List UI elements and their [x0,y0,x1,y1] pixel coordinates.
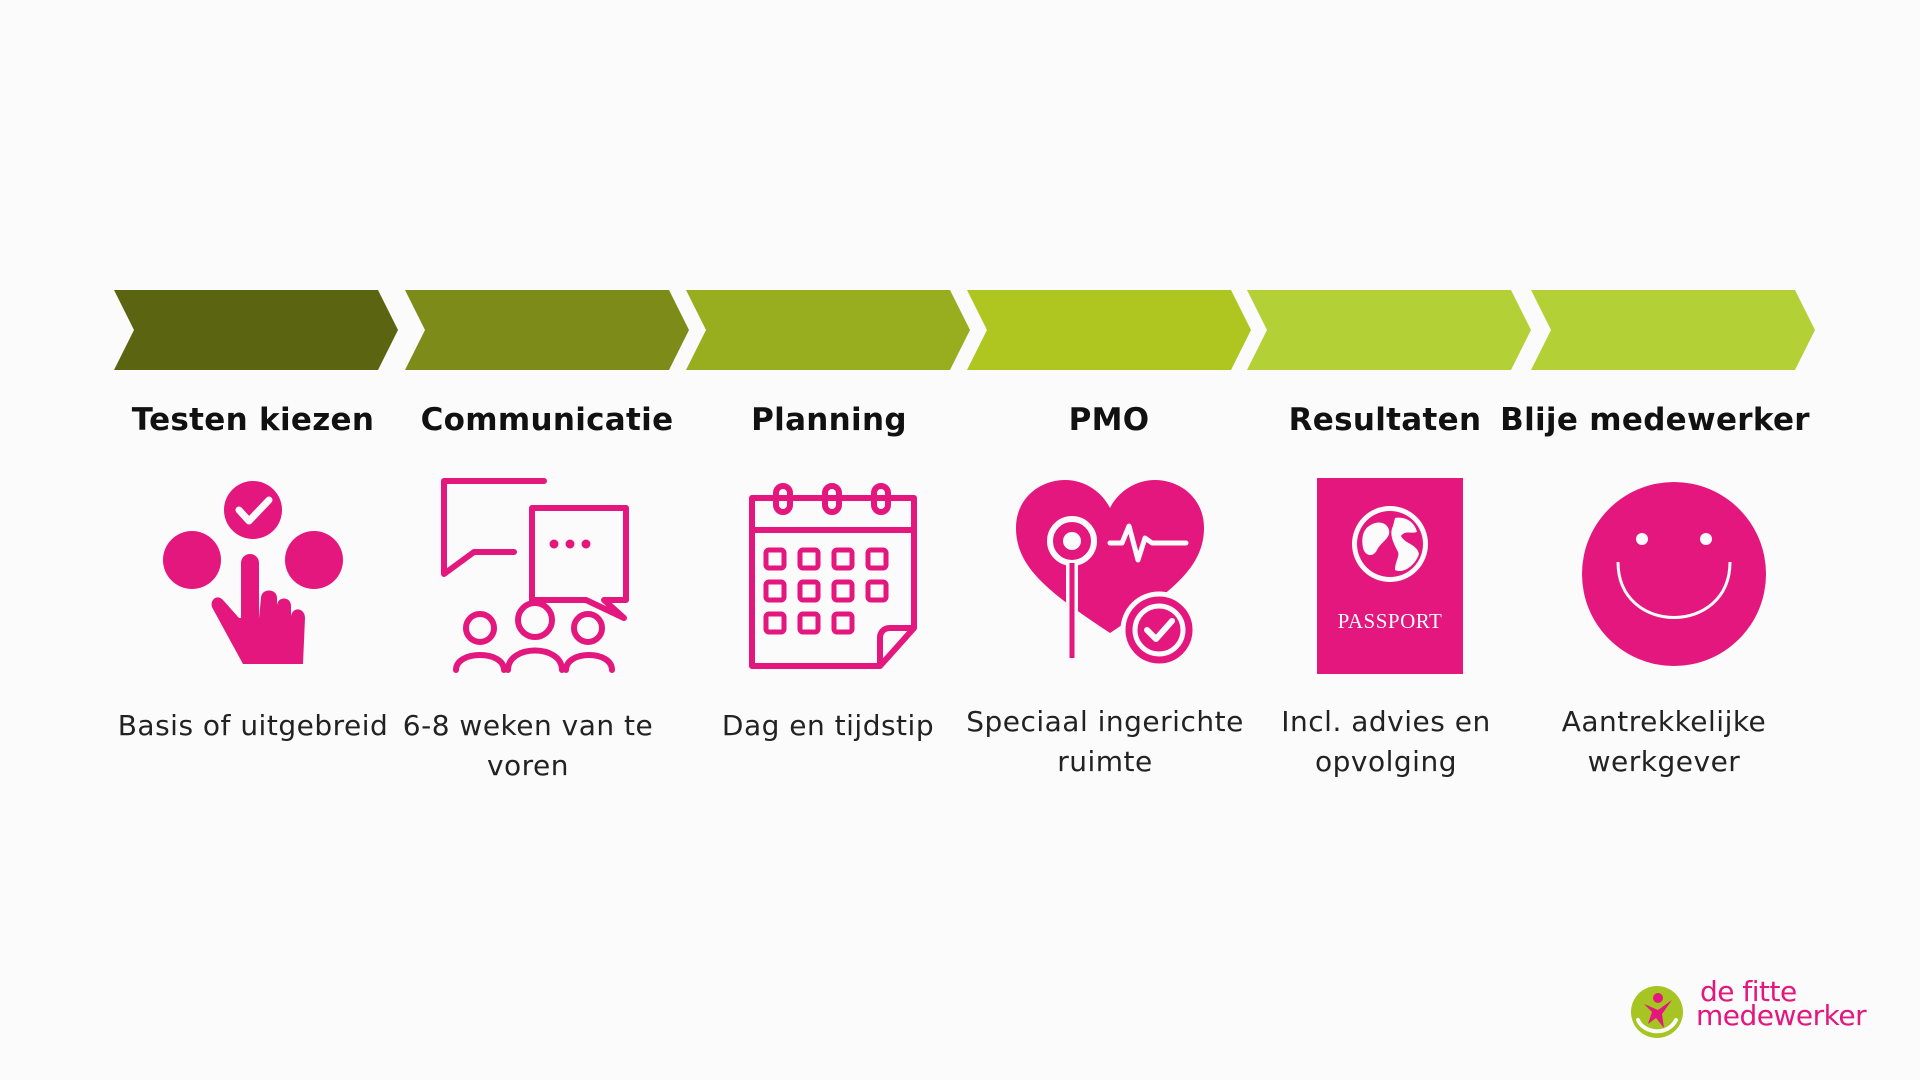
chevron-shape [686,290,970,370]
finger-select-check-icon [153,478,353,678]
chevron-step-4 [967,290,1251,370]
calendar-icon [732,478,932,678]
chevron-step-1 [114,290,398,370]
smiley-face-icon [1578,478,1778,678]
logo-line-1: de fitte [1700,975,1797,1008]
chevron-shape [114,290,398,370]
step-2-description: 6-8 weken van te voren [402,709,654,782]
step-6-title: Blije medewerker [1500,402,1810,438]
chevron-step-5 [1247,290,1531,370]
chat-bubbles-people-icon [436,478,636,678]
logo-mark-icon [1631,986,1683,1038]
step-4-description: Speciaal ingerichte ruimte [966,705,1244,778]
step-6-description: Aantrekkelijke werkgever [1561,705,1767,778]
chevron-shape [1531,290,1815,370]
step-1-title: Testen kiezen [131,402,375,438]
step-3-description: Dag en tijdstip [721,709,935,742]
chevron-step-6 [1531,290,1815,370]
passport-icon: PASSPORT [1291,478,1491,678]
passport-label: PASSPORT [1338,609,1443,633]
logo-line-2: medewerker [1696,999,1867,1032]
chevron-step-3 [686,290,970,370]
chevron-step-2 [405,290,689,370]
chevron-shape [967,290,1251,370]
heart-stethoscope-check-icon [1010,478,1210,678]
logo: de fitte medewerker [1628,975,1888,1040]
step-4-title: PMO [1068,402,1150,438]
chevron-shape [1247,290,1531,370]
chevron-shape [405,290,689,370]
step-5-description: Incl. advies en opvolging [1281,705,1491,778]
step-2-title: Communicatie [420,402,674,438]
step-1-description: Basis of uitgebreid [117,709,389,742]
step-5-title: Resultaten [1288,402,1482,438]
logo-wordmark: de fitte medewerker [1696,975,1867,1032]
step-3-title: Planning [751,402,907,438]
